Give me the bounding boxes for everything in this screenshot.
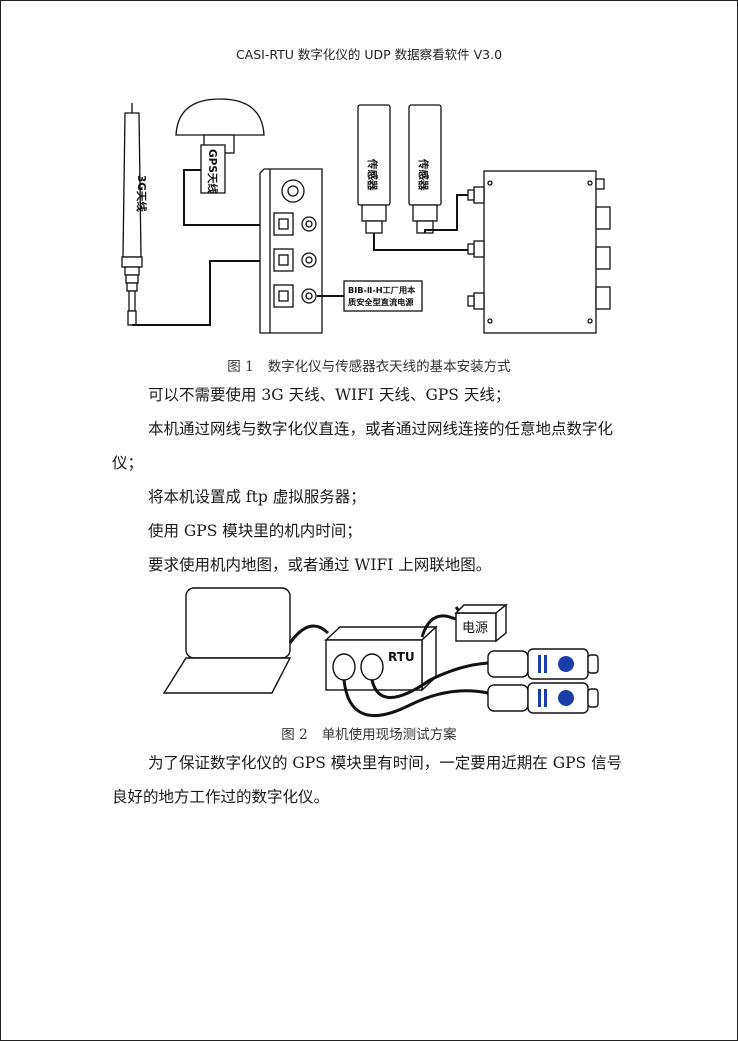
body-paragraph-1: 可以不需要使用 3G 天线、WIFI 天线、GPS 天线； xyxy=(148,386,511,404)
power-box-label: 电源 xyxy=(462,621,488,636)
figure-1-installation-diagram: 3G天线 GPS天线 传感器 传感器 BIB-Ⅱ-H工厂用本 质安全型直流电源 xyxy=(121,98,611,334)
power-label-line1: BIB-Ⅱ-H工厂用本 xyxy=(348,285,416,295)
figure-2-field-test-diagram: 电源 RTU xyxy=(162,587,599,718)
power-label-line2: 质安全型直流电源 xyxy=(348,297,414,307)
rtu-label: RTU xyxy=(388,650,415,664)
digitizer-device xyxy=(259,168,323,334)
sensor-2-icon xyxy=(408,104,442,234)
antenna-3g-label: 3G天线 xyxy=(135,175,148,212)
body-paragraph-2: 本机通过网线与数字化仪直连，或者通过网线连接的任意地点数字化仪； xyxy=(112,420,614,472)
sensor-2-label: 传感器 xyxy=(417,158,430,191)
power-supply-box xyxy=(343,280,423,312)
figure-2-caption: 图 2 单机使用现场测试方案 xyxy=(0,723,738,743)
laptop-icon xyxy=(162,587,292,694)
sensor-1-icon xyxy=(357,104,391,234)
figure-1-number: 图 1 xyxy=(227,359,254,375)
sensor-logo-marks xyxy=(538,655,574,707)
closing-paragraph: 为了保证数字化仪的 GPS 模块里有时间，一定要用近期在 GPS 信号良好的地方… xyxy=(112,754,623,806)
junction-box xyxy=(467,170,611,334)
gps-antenna-label: GPS天线 xyxy=(206,149,219,194)
figure-2-caption-text: 单机使用现场测试方案 xyxy=(321,727,457,743)
figure-1-caption-text: 数字化仪与传感器衣天线的基本安装方式 xyxy=(267,359,511,375)
body-paragraph-4: 使用 GPS 模块里的机内时间； xyxy=(148,522,362,540)
page-header: CASI-RTU 数字化仪的 UDP 数据察看软件 V3.0 xyxy=(235,47,503,62)
body-paragraph-5: 要求使用机内地图，或者通过 WIFI 上网联地图。 xyxy=(148,556,492,574)
gps-antenna-icon xyxy=(175,98,265,194)
antenna-3g-icon xyxy=(121,103,143,326)
sensor-cylinder-2-icon xyxy=(487,682,599,714)
sensor-cylinder-1-icon xyxy=(487,648,599,680)
figure-2-number: 图 2 xyxy=(281,727,308,743)
power-box xyxy=(454,603,508,643)
figure-1-caption: 图 1 数字化仪与传感器衣天线的基本安装方式 xyxy=(0,355,738,375)
rtu-box xyxy=(324,625,438,692)
body-paragraph-3: 将本机设置成 ftp 虚拟服务器； xyxy=(148,488,366,506)
sensor-1-label: 传感器 xyxy=(366,158,379,191)
